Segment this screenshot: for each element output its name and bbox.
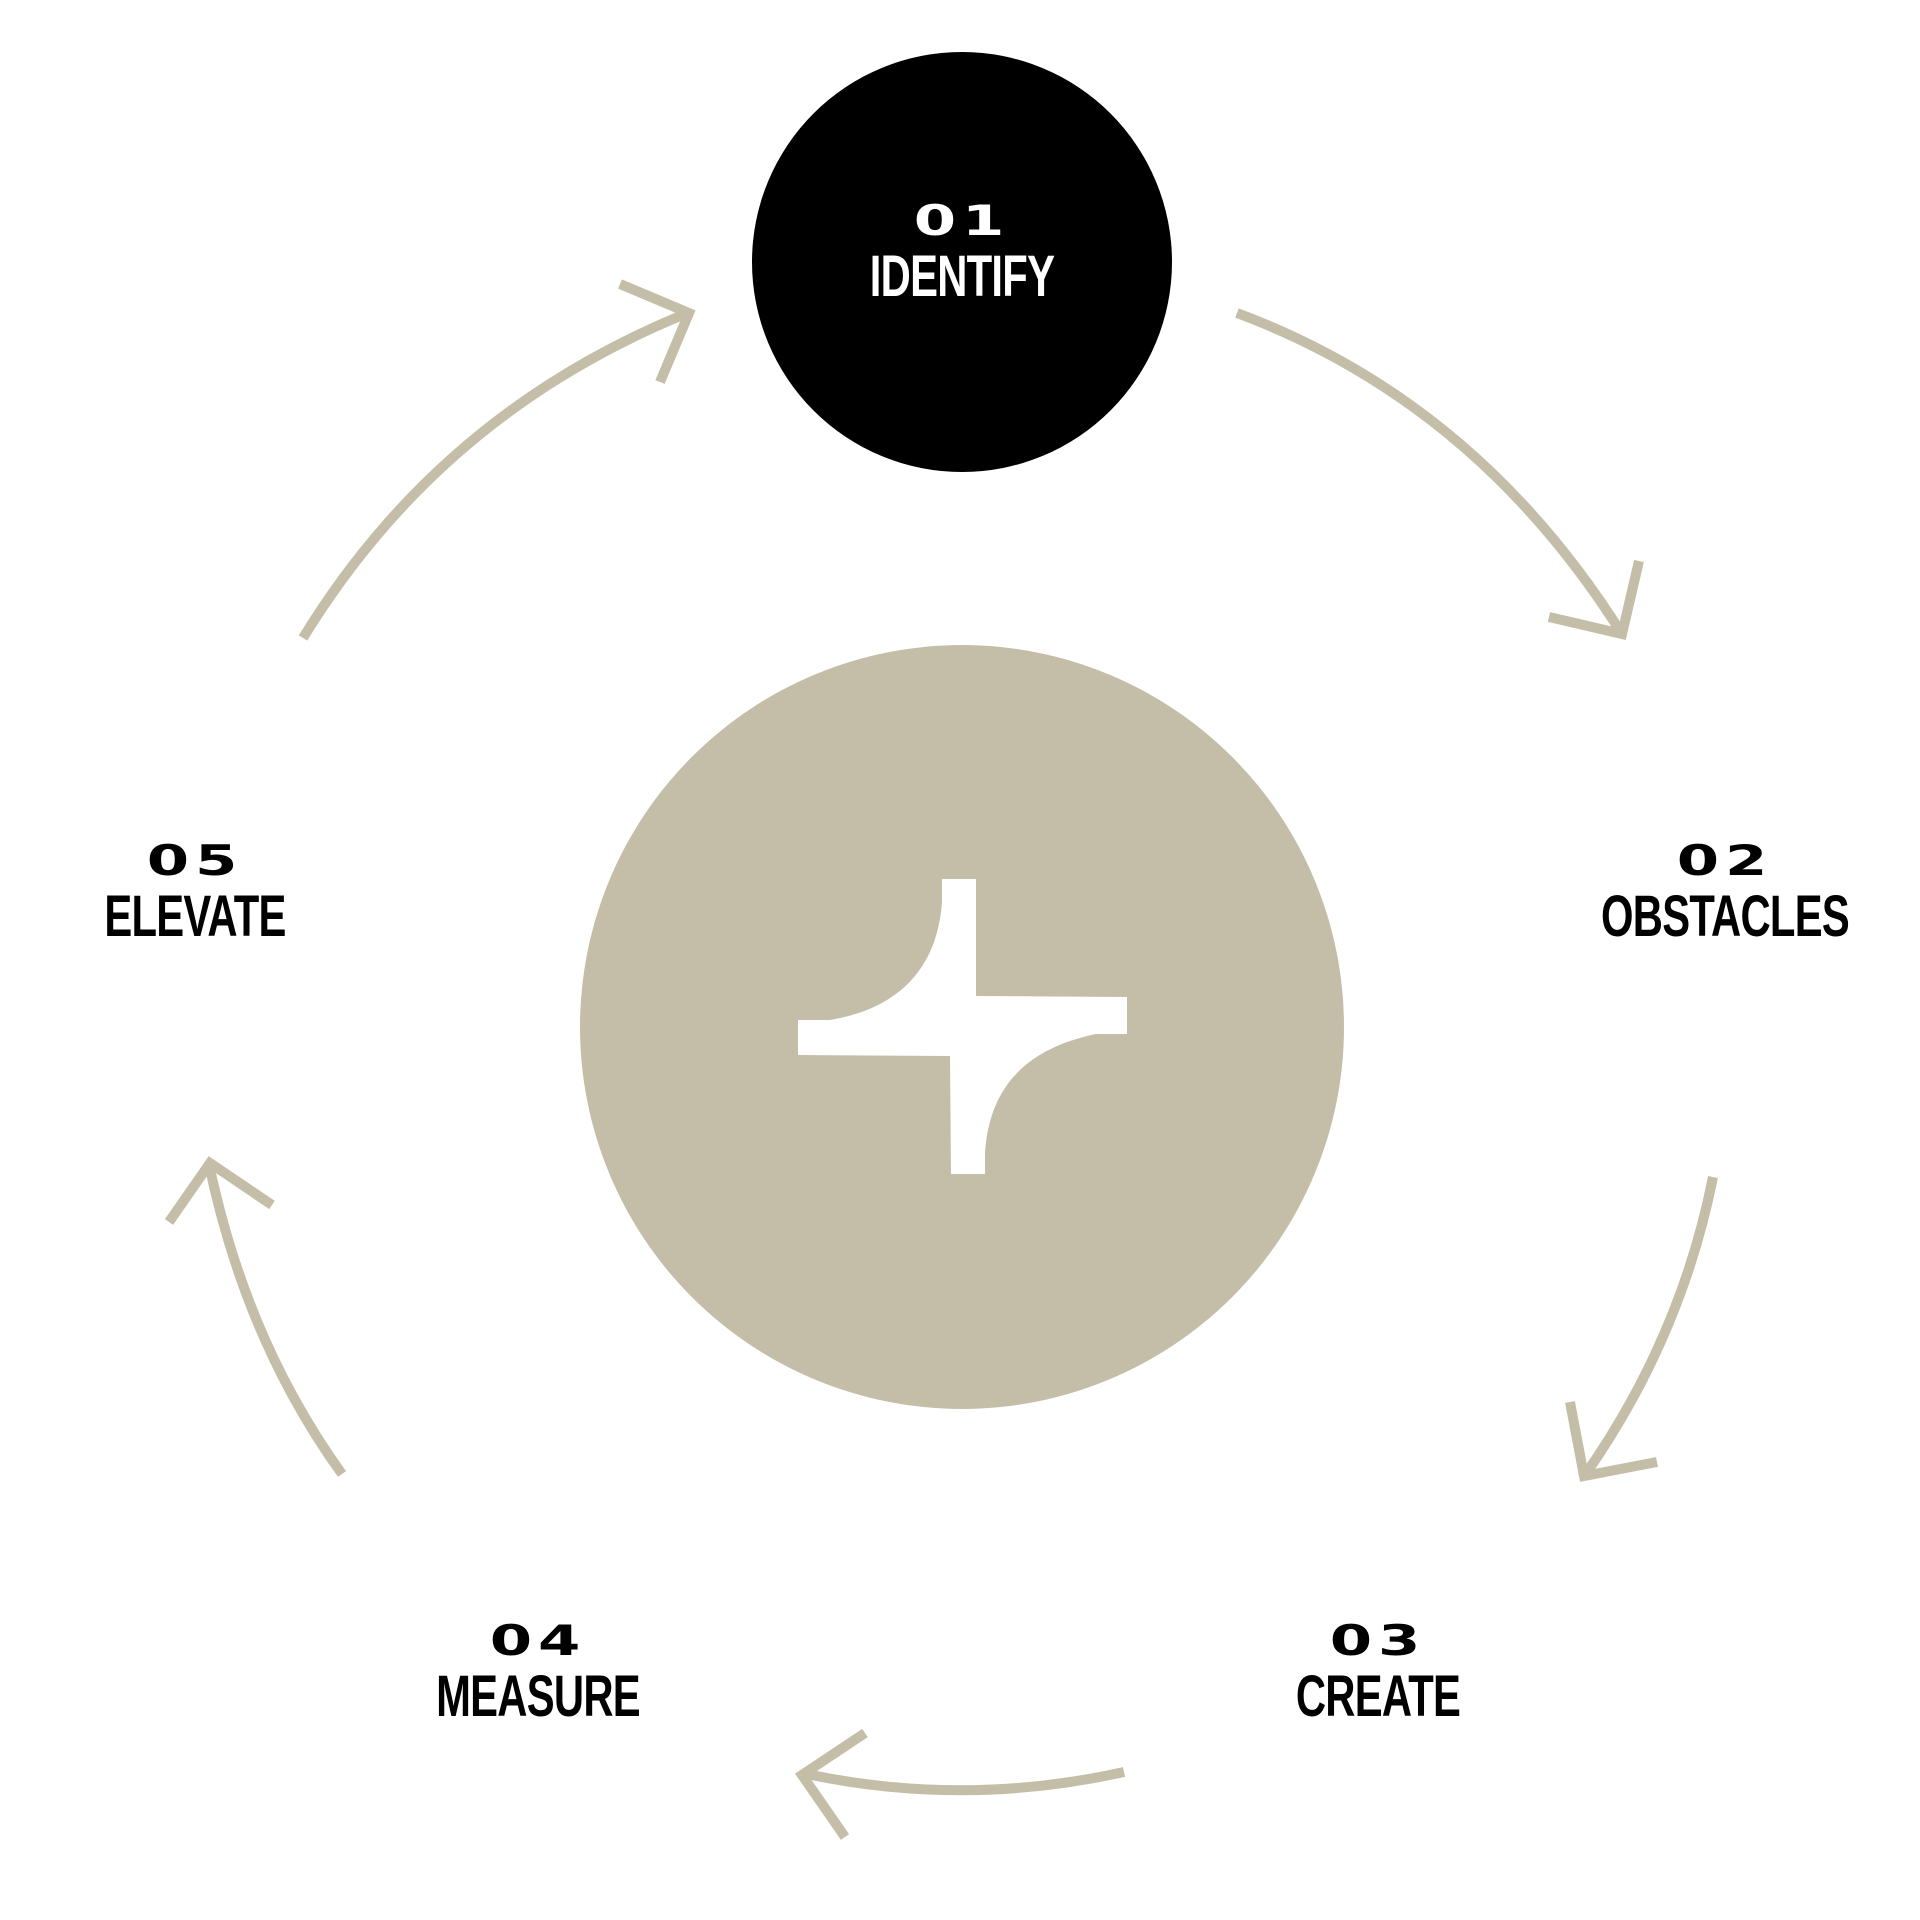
step-elevate: 05 ELEVATE [15, 840, 375, 946]
curved-arrow-icon [1580, 1176, 1718, 1478]
arrow-head-icon [164, 1156, 275, 1225]
arrow-head-icon [1565, 1401, 1658, 1482]
step-number: 05 [146, 836, 244, 885]
step-number: 04 [489, 1616, 587, 1665]
step-number: 03 [1329, 1616, 1427, 1665]
step-number: 01 [913, 196, 1011, 245]
step-label: ELEVATE [104, 884, 286, 949]
step-number: 02 [1676, 836, 1774, 885]
step-obstacles: 02 OBSTACLES [1545, 840, 1905, 946]
active-step-circle [752, 52, 1172, 472]
arrow-head-icon [618, 279, 696, 384]
curved-arrow-icon [800, 1767, 1126, 1796]
step-label: OBSTACLES [1601, 884, 1850, 949]
step-label: CREATE [1295, 1664, 1461, 1729]
step-create: 03 CREATE [1198, 1620, 1558, 1726]
step-identify: 01 IDENTIFY [782, 200, 1142, 306]
curved-arrow-icon [298, 309, 687, 641]
curved-arrow-icon [1235, 308, 1627, 637]
connector-arrows [164, 279, 1718, 1840]
arrow-head-icon [794, 1728, 868, 1840]
arrow-head-icon [1547, 559, 1644, 641]
step-measure: 04 MEASURE [358, 1620, 718, 1726]
four-point-star-icon [798, 879, 1127, 1174]
step-label: MEASURE [436, 1664, 641, 1729]
step-label: IDENTIFY [869, 244, 1055, 309]
curved-arrow-icon [204, 1162, 347, 1477]
